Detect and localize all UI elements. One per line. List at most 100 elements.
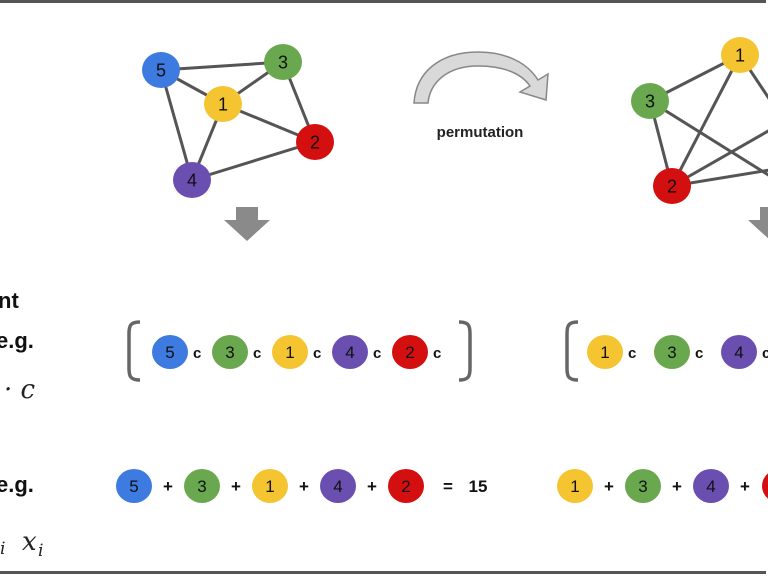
node-label: 5 [156,60,166,80]
node-circle [587,335,623,369]
right-graph-edges [648,53,768,188]
down-arrow-icon [748,207,768,239]
node-circle [392,335,428,369]
edge-r-1-2 [670,54,742,187]
sum-result: 15 [469,477,488,496]
plus-sign: + [740,477,750,496]
node-2: 2 [296,124,334,160]
node-circle [204,86,242,122]
node-3: 3 [264,44,302,80]
edge-r-2-right [671,129,768,188]
edge-5-3 [160,60,284,72]
plus-sign: + [367,477,377,496]
node-label: 2 [401,477,410,496]
plus-sign: + [299,477,309,496]
node-circle [631,83,669,119]
edge-r-3-right [649,99,768,177]
node-4: 4 [320,469,356,503]
node-circle [654,335,690,369]
node-label: 4 [187,170,197,190]
left-sequence-close-bracket [458,320,472,382]
node-label: 1 [600,343,609,362]
node-1: 1 [272,335,308,369]
edge-4-2 [191,140,316,182]
node-5: 5 [152,335,188,369]
concat-suffix: c [695,345,703,362]
node-3: 3 [184,469,220,503]
node-label: 5 [165,343,174,362]
node-1: 1 [204,86,242,122]
node-circle [272,335,308,369]
right-sum-row: 1+3+4+ [557,469,768,503]
right-sequence-open-bracket [565,320,579,382]
node-2: 2 [392,335,428,369]
node-label: 4 [345,343,354,362]
concat-suffix: c [193,345,201,362]
node-label: 1 [265,477,274,496]
node-label: 2 [310,132,320,152]
node-2: 2 [653,168,691,204]
node-circle [296,124,334,160]
row1-math: · c [4,375,36,405]
node-label: 4 [706,477,715,496]
node-circle [320,469,356,503]
node-label: 5 [129,477,138,496]
node-label: 3 [197,477,206,496]
node-3: 3 [212,335,248,369]
node-3: 3 [625,469,661,503]
curved-arrow-icon [413,51,549,104]
node-label: 1 [285,343,294,362]
node-label: 4 [333,477,342,496]
node-circle [625,469,661,503]
node-label: 3 [638,477,647,496]
node-label: 3 [278,52,288,72]
node-circle [173,162,211,198]
node-circle [212,335,248,369]
node-2-cropped [762,473,768,499]
concat-suffix: c [628,345,636,362]
row2-math-prefix-sub: i [0,539,5,559]
node-label: 4 [734,343,743,362]
node-circle [721,37,759,73]
node-4: 4 [332,335,368,369]
node-circle [557,469,593,503]
node-label: 3 [667,343,676,362]
node-circle [721,335,757,369]
concat-suffix: c [433,345,441,362]
row2-math: x [22,527,37,557]
node-1: 1 [557,469,593,503]
plus-sign: + [231,477,241,496]
node-circle [142,52,180,88]
row2-label-line1: e.g. [0,472,34,497]
node-label: 3 [645,91,655,111]
node-circle [332,335,368,369]
node-5: 5 [116,469,152,503]
node-label: 2 [667,176,677,196]
node-circle [184,469,220,503]
node-1: 1 [252,469,288,503]
node-circle [252,469,288,503]
node-circle [693,469,729,503]
node-circle [653,168,691,204]
permutation-arrow: permutation [413,51,549,141]
plus-sign: + [672,477,682,496]
node-5: 5 [142,52,180,88]
left-graph-nodes: 5 3 1 2 4 [142,44,334,198]
left-graph-edges [159,60,317,182]
permutation-label: permutation [437,124,524,141]
row1-label-line2: e.g. [0,328,34,353]
concat-suffix: c [373,345,381,362]
node-label: 2 [405,343,414,362]
left-sum-row: 5+3+1+4+2=15 [116,469,487,503]
right-graph-nodes: 1 3 2 [631,37,759,204]
equals-sign: = [443,477,453,496]
down-arrow-right [748,207,768,239]
node-3: 3 [631,83,669,119]
node-3: 3 [654,335,690,369]
node-4: 4 [693,469,729,503]
node-1: 1 [721,37,759,73]
